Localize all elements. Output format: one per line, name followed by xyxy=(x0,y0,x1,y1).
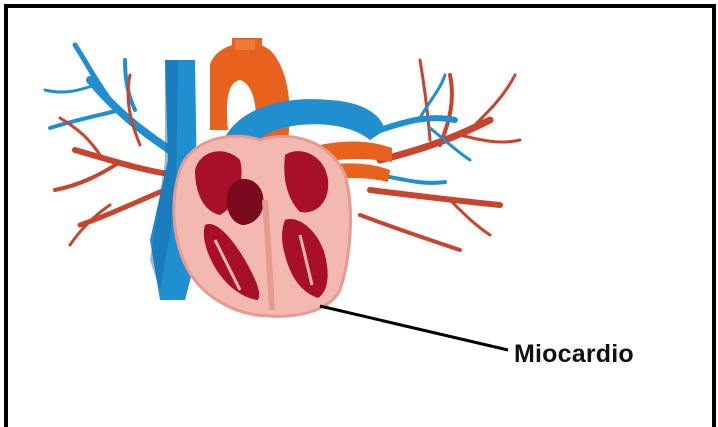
label-leader-line xyxy=(320,306,508,350)
heart-body xyxy=(174,136,351,316)
left-vessels xyxy=(45,45,175,245)
myocardium-label: Miocardio xyxy=(514,340,634,369)
